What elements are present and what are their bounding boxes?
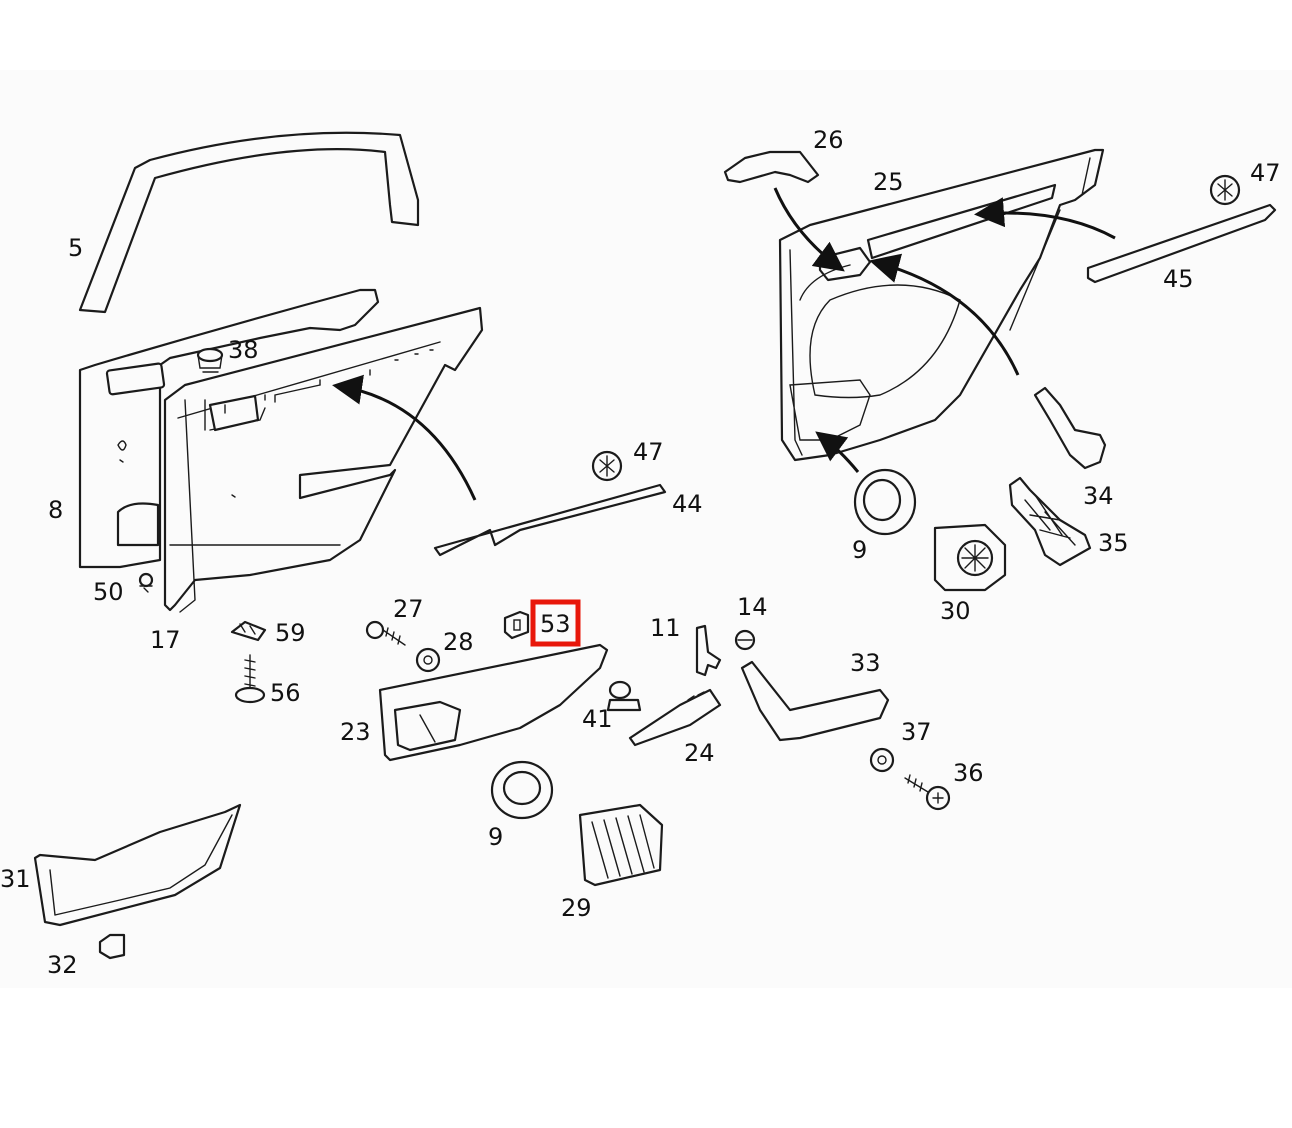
part-27-screw[interactable]: [365, 620, 406, 646]
label-59: 59: [275, 619, 306, 647]
label-29: 29: [561, 894, 592, 922]
label-36: 36: [953, 759, 984, 787]
part-53-clip[interactable]: [503, 610, 530, 640]
assembly-arrow: [815, 431, 860, 473]
label-27: 27: [393, 595, 424, 623]
label-47-left: 47: [633, 438, 664, 466]
part-23-armrest[interactable]: [378, 643, 609, 762]
part-9-bezel-lower[interactable]: [490, 760, 554, 820]
assembly-arrow: [869, 253, 1020, 376]
part-31-lower-trim[interactable]: [33, 803, 242, 927]
label-45: 45: [1163, 265, 1194, 293]
part-8-door-panel[interactable]: [78, 288, 380, 569]
label-24: 24: [684, 739, 715, 767]
label-56: 56: [270, 679, 301, 707]
label-17: 17: [150, 626, 181, 654]
label-9-upper: 9: [852, 536, 867, 564]
label-28: 28: [443, 628, 474, 656]
parts-diagram: 5 8 38 50 17 59 56 47 44 27 28 53 23 11 …: [0, 70, 1292, 988]
part-28-washer[interactable]: [415, 647, 441, 673]
part-41-lock-knob[interactable]: [606, 680, 642, 712]
part-44-trim-strip[interactable]: [433, 483, 667, 557]
part-47-cap-left[interactable]: [591, 450, 623, 482]
part-17-door-trim[interactable]: [163, 306, 484, 613]
part-32-clip[interactable]: [98, 933, 126, 960]
label-26: 26: [813, 126, 844, 154]
assembly-arrow: [332, 374, 477, 501]
label-53[interactable]: 53: [540, 610, 571, 638]
label-34: 34: [1083, 482, 1114, 510]
label-47-right: 47: [1250, 159, 1281, 187]
part-33-pull-handle[interactable]: [740, 660, 890, 742]
label-25: 25: [873, 168, 904, 196]
label-31: 31: [0, 865, 31, 893]
label-8: 8: [48, 496, 63, 524]
label-14: 14: [737, 593, 768, 621]
label-9-lower: 9: [488, 823, 503, 851]
part-36-screw[interactable]: [904, 774, 951, 811]
label-11: 11: [650, 614, 681, 642]
part-59-clip[interactable]: [230, 620, 267, 642]
part-14-plug[interactable]: [734, 629, 756, 651]
label-35: 35: [1098, 529, 1129, 557]
part-24-handle[interactable]: [628, 688, 722, 747]
part-34-grip[interactable]: [1033, 386, 1107, 470]
label-5: 5: [68, 234, 83, 262]
part-26-handle-cover[interactable]: [723, 150, 820, 184]
part-56-screw[interactable]: [234, 654, 266, 704]
label-41: 41: [582, 705, 613, 733]
label-33: 33: [850, 649, 881, 677]
part-50-clip[interactable]: [138, 572, 154, 593]
assembly-arrow: [974, 197, 1116, 240]
part-45-trim-strip[interactable]: [1086, 203, 1277, 284]
part-29-speaker-grille[interactable]: [578, 803, 664, 887]
part-47-cap-right[interactable]: [1209, 174, 1241, 206]
part-11-bracket[interactable]: [695, 624, 722, 677]
label-44: 44: [672, 490, 703, 518]
part-38-clip[interactable]: [196, 347, 224, 373]
part-5-window-trim[interactable]: [78, 131, 420, 314]
label-38: 38: [228, 336, 259, 364]
part-35-bracket[interactable]: [1008, 476, 1092, 567]
part-9-bezel-upper[interactable]: [853, 468, 917, 536]
label-32: 32: [47, 951, 78, 979]
highlight-box: [530, 599, 581, 647]
assembly-arrow: [773, 187, 845, 272]
label-50: 50: [93, 578, 124, 606]
part-37-washer[interactable]: [869, 747, 895, 773]
label-23: 23: [340, 718, 371, 746]
label-30: 30: [940, 597, 971, 625]
part-30-speaker[interactable]: [933, 523, 1007, 592]
label-37: 37: [901, 718, 932, 746]
exploded-view-drawing: 5 8 38 50 17 59 56 47 44 27 28 53 23 11 …: [0, 126, 1281, 979]
